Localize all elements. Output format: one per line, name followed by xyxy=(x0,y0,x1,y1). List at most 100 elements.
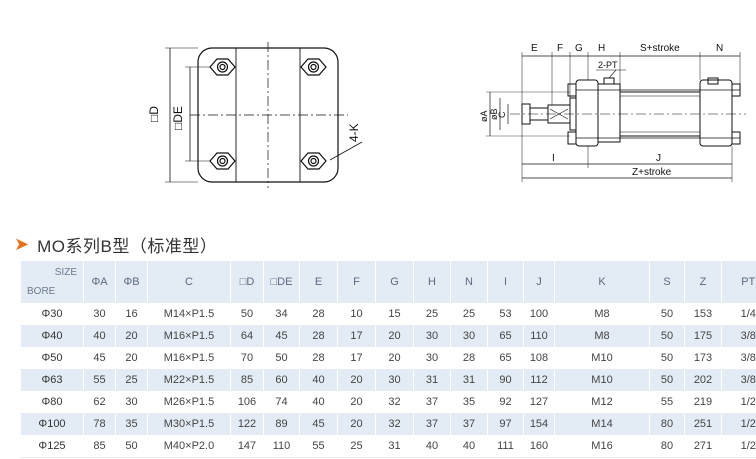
table-cell: 3/8 xyxy=(721,369,756,392)
col-header-k: K xyxy=(554,261,650,304)
label-z-stroke: Z+stroke xyxy=(632,167,672,178)
label-i: I xyxy=(552,153,555,164)
corner-size-label: SIZE xyxy=(54,267,77,278)
col-header-e: E xyxy=(299,261,338,304)
table-cell: 106 xyxy=(230,391,264,414)
section-heading: ➤ MO系列B型（标准型） xyxy=(14,232,217,256)
bore-cell: Φ63 xyxy=(20,369,84,392)
col-header-pt: PT xyxy=(721,261,756,304)
col-header-a: ΦA xyxy=(83,261,116,304)
tie-nut-front-top xyxy=(567,83,577,97)
table-cell: 55 xyxy=(83,369,116,392)
table-cell: 35 xyxy=(450,391,488,414)
table-cell: 62 xyxy=(83,391,116,414)
table-cell: 55 xyxy=(299,435,338,458)
table-cell: 1/2 xyxy=(721,435,756,458)
table-cell: 20 xyxy=(115,347,148,370)
table-cell: M16×P1.5 xyxy=(147,325,231,348)
table-cell: 20 xyxy=(337,369,376,392)
col-header-de: □DE xyxy=(263,261,300,304)
table-cell: 271 xyxy=(684,435,722,458)
label-2-pt: 2-PT xyxy=(598,60,618,70)
table-cell: 31 xyxy=(450,369,488,392)
nut-bottom-left xyxy=(209,152,236,170)
table-cell: 40 xyxy=(450,435,488,458)
table-cell: 35 xyxy=(115,413,148,436)
table-cell: 50 xyxy=(263,347,300,370)
front-view xyxy=(165,42,363,188)
table-cell: M16×P1.5 xyxy=(147,347,231,370)
bore-cell: Φ80 xyxy=(20,391,84,414)
col-header-f: F xyxy=(337,261,376,304)
table-cell: 80 xyxy=(649,413,685,436)
rear-cover xyxy=(699,79,733,147)
arrow-right-icon: ➤ xyxy=(14,234,30,254)
table-cell: 50 xyxy=(649,303,685,326)
table-cell: 219 xyxy=(684,391,722,414)
table-cell: 50 xyxy=(230,303,264,326)
label-h: H xyxy=(598,43,605,54)
col-header-n: N xyxy=(450,261,488,304)
table-cell: 20 xyxy=(337,413,376,436)
table-cell: 28 xyxy=(299,303,338,326)
col-header-z: Z xyxy=(684,261,722,304)
table-cell: 30 xyxy=(450,325,488,348)
table-cell: 122 xyxy=(230,413,264,436)
table-cell: 3/8 xyxy=(721,347,756,370)
table-cell: 20 xyxy=(375,347,414,370)
col-header-c: C xyxy=(147,261,231,304)
technical-drawings: □D □DE 4-K xyxy=(0,0,756,215)
bore-cell: Φ125 xyxy=(20,435,84,458)
table-cell: 17 xyxy=(337,325,376,348)
label-b: øB xyxy=(489,108,499,120)
bore-cell: Φ100 xyxy=(20,413,84,436)
table-cell: 74 xyxy=(263,391,300,414)
table-cell: 45 xyxy=(299,413,338,436)
table-cell: 53 xyxy=(487,303,524,326)
table-cell: 30 xyxy=(413,347,451,370)
table-cell: 64 xyxy=(230,325,264,348)
label-a: øA xyxy=(479,110,489,122)
table-cell: 32 xyxy=(375,413,414,436)
table-cell: 65 xyxy=(487,325,524,348)
table-cell: 251 xyxy=(684,413,722,436)
col-header-h: H xyxy=(413,261,451,304)
table-cell: 17 xyxy=(337,347,376,370)
nut-top-left xyxy=(209,58,236,76)
table-cell: 50 xyxy=(115,435,148,458)
table-cell: 45 xyxy=(83,347,116,370)
table-cell: 30 xyxy=(375,369,414,392)
table-cell: 15 xyxy=(375,303,414,326)
table-cell: 40 xyxy=(83,325,116,348)
col-header-s: S xyxy=(649,261,685,304)
label-k: 4-K xyxy=(347,123,361,142)
table-cell: 89 xyxy=(263,413,300,436)
drawing-canvas: □D □DE 4-K xyxy=(147,42,746,188)
table-cell: M8 xyxy=(554,325,650,348)
table-cell: 40 xyxy=(299,391,338,414)
table-cell: 1/2 xyxy=(721,391,756,414)
table-cell: 45 xyxy=(263,325,300,348)
table-cell: 85 xyxy=(83,435,116,458)
table-cell: 40 xyxy=(413,435,451,458)
col-header-d: □D xyxy=(230,261,264,304)
table-cell: M22×P1.5 xyxy=(147,369,231,392)
table-cell: 1/4 xyxy=(721,303,756,326)
table-cell: 154 xyxy=(523,413,555,436)
bore-cell: Φ30 xyxy=(20,303,84,326)
tie-nut-rear-top xyxy=(731,83,741,97)
table-cell: M10 xyxy=(554,369,650,392)
label-j: J xyxy=(656,153,661,164)
nut-bottom-right xyxy=(300,152,327,170)
corner-bore-label: BORE xyxy=(27,285,56,297)
table-cell: 20 xyxy=(375,325,414,348)
table-cell: 30 xyxy=(83,303,116,326)
table-cell: 173 xyxy=(684,347,722,370)
section-title: MO系列B型（标准型） xyxy=(37,236,218,256)
table-cell: 147 xyxy=(230,435,264,458)
